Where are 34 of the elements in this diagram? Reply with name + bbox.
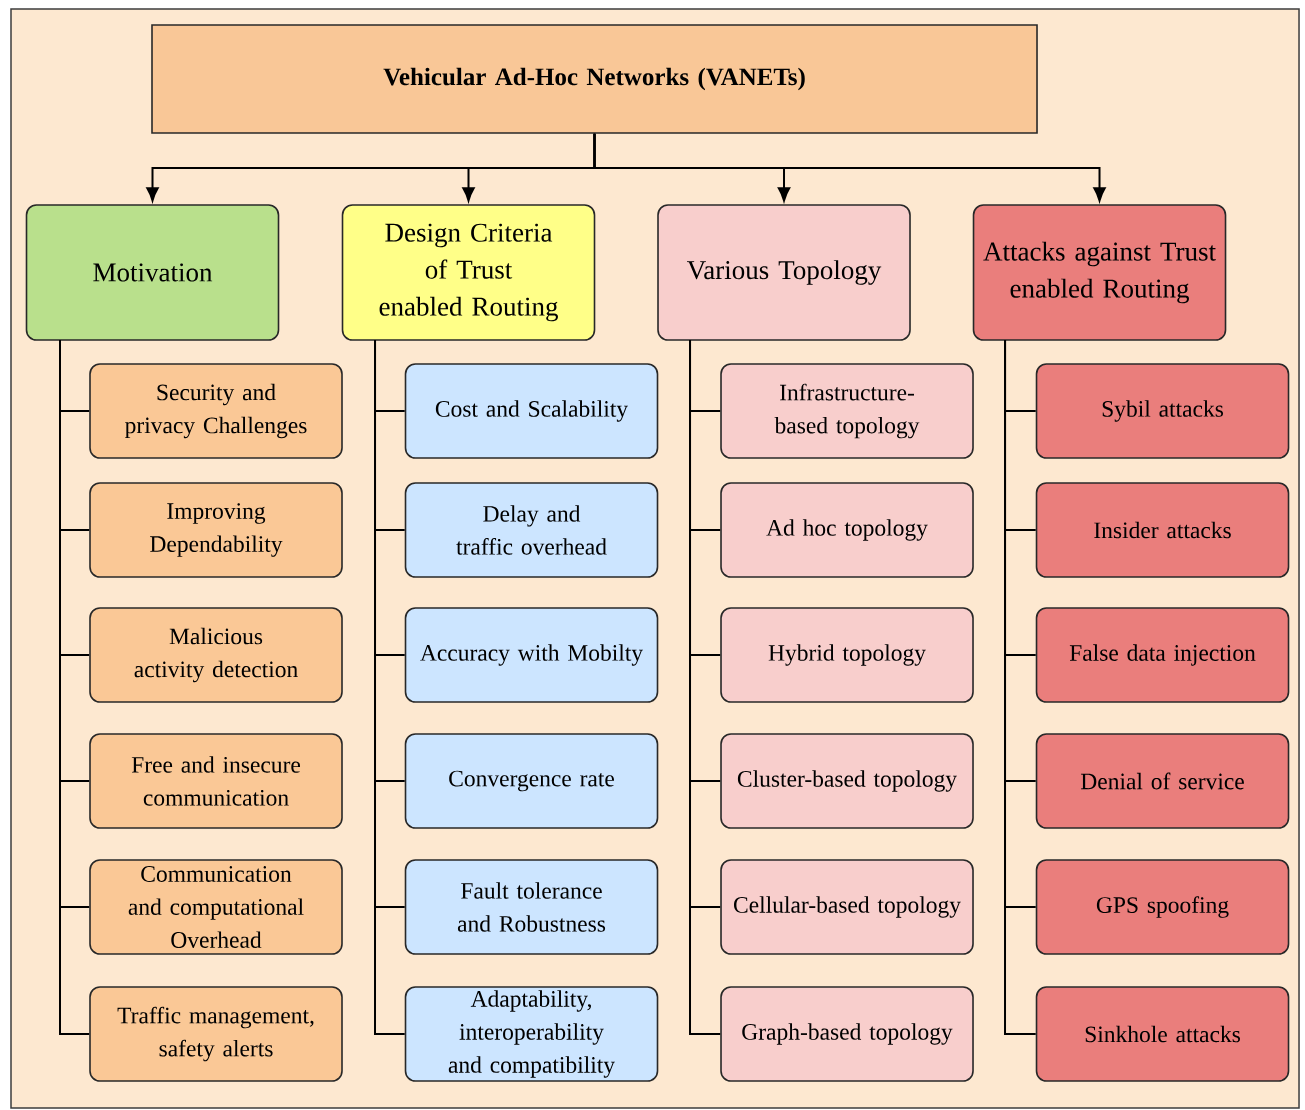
item-box: Cellular-based topology (720, 859, 974, 955)
item-box: Security and privacy Challenges (89, 363, 343, 459)
item-box: Convergence rate (404, 733, 659, 829)
item-box: Hybrid topology (720, 607, 974, 703)
connector-arrow (593, 132, 1106, 202)
item-box: Accuracy with Mobilty (404, 607, 659, 703)
item-box: Improving Dependability (89, 482, 343, 578)
item-box: Fault tolerance and Robustness (404, 859, 659, 955)
item-box: Infrastructure-based topology (720, 363, 974, 459)
item-box: Insider attacks (1035, 482, 1290, 578)
item-box: Adaptability, interoperability and compatibility (404, 986, 659, 1082)
connector-line (689, 339, 722, 1035)
item-box: Cost and Scalability (404, 363, 659, 459)
item-box: Free and insecure communication (89, 733, 343, 829)
item-box: Communication and computational Overhead (89, 859, 343, 955)
category-box: Various Topology (657, 204, 911, 341)
item-box: Sybil attacks (1035, 363, 1290, 459)
category-box: Design Criteria of Trust enabled Routing (341, 204, 596, 341)
item-box: Denial of service (1035, 733, 1290, 829)
connector-line (59, 339, 91, 1035)
title-box: Vehicular Ad-Hoc Networks (VANETs) (151, 24, 1038, 134)
item-box: Graph-based topology (720, 986, 974, 1082)
item-box: GPS spoofing (1035, 859, 1290, 955)
item-box: Traffic management, safety alerts (89, 986, 343, 1082)
item-box: Ad hoc topology (720, 482, 974, 578)
category-box: Motivation (25, 204, 280, 341)
item-box: Sinkhole attacks (1035, 986, 1290, 1082)
item-box: False data injection (1035, 607, 1290, 703)
item-box: Cluster-based topology (720, 733, 974, 829)
item-box: Delay and traffic overhead (404, 482, 659, 578)
category-box: Attacks against Trust enabled Routing (972, 204, 1227, 341)
connector-line (1004, 339, 1037, 1035)
connector-line (374, 339, 406, 1035)
item-box: Malicious activity detection (89, 607, 343, 703)
